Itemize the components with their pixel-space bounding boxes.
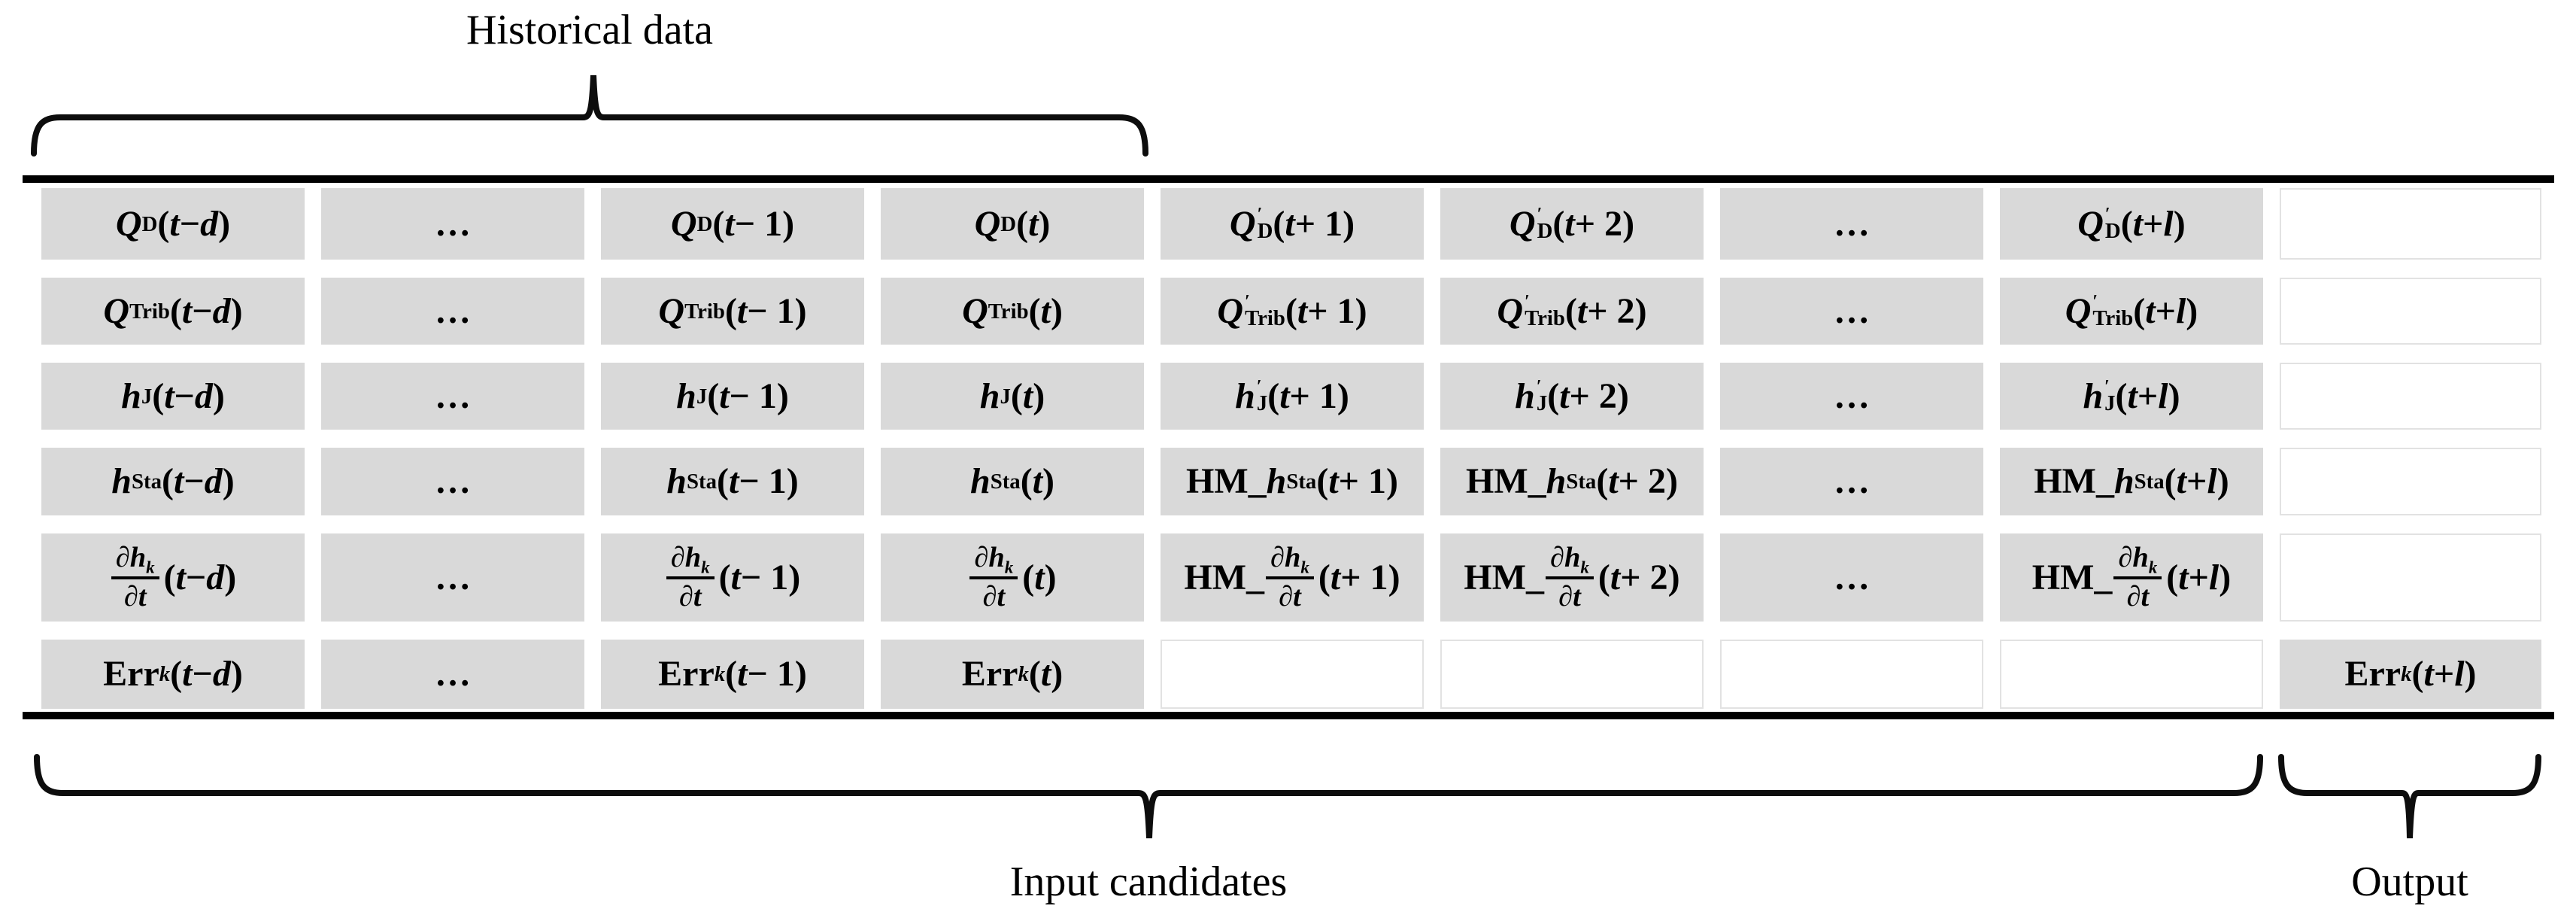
input-candidates-brace — [34, 754, 2263, 839]
cell-h-junction-2: … — [321, 363, 584, 430]
cell-h-junction-5: h′J(t + 1) — [1161, 363, 1424, 430]
cell-q-dam-7: … — [1720, 188, 1983, 260]
cell-q-trib-7: … — [1720, 278, 1983, 345]
cell-err-k-5 — [1161, 640, 1424, 709]
output-brace — [2278, 754, 2541, 839]
cell-dhk-dt-4: ∂hk∂t(t) — [881, 533, 1144, 622]
cell-err-k-6 — [1440, 640, 1704, 709]
historical-data-brace — [31, 74, 1148, 157]
cell-h-junction-6: h′J(t + 2) — [1440, 363, 1704, 430]
cell-q-trib-8: Q′Trib(t + l) — [2000, 278, 2263, 345]
cell-dhk-dt-7: … — [1720, 533, 1983, 622]
cell-h-station-2: … — [321, 448, 584, 515]
cell-err-k-7 — [1720, 640, 1983, 709]
output-label: Output — [2351, 859, 2468, 905]
cell-dhk-dt-3: ∂hk∂t(t − 1) — [601, 533, 864, 622]
input-candidates-label: Input candidates — [1009, 859, 1288, 905]
cell-h-station-9 — [2280, 448, 2541, 515]
historical-data-label: Historical data — [466, 7, 714, 53]
cell-q-dam-6: Q′D(t + 2) — [1440, 188, 1704, 260]
cell-h-junction-7: … — [1720, 363, 1983, 430]
cell-q-dam-9 — [2280, 188, 2541, 260]
cell-err-k-2: … — [321, 640, 584, 709]
top-rule — [23, 175, 2554, 183]
cell-q-dam-5: Q′D(t + 1) — [1161, 188, 1424, 260]
cell-dhk-dt-2: … — [321, 533, 584, 622]
cell-dhk-dt-8: HM_∂hk∂t(t + l) — [2000, 533, 2263, 622]
bottom-rule — [23, 712, 2554, 719]
cell-dhk-dt-5: HM_∂hk∂t(t + 1) — [1161, 533, 1424, 622]
cell-q-trib-5: Q′Trib(t + 1) — [1161, 278, 1424, 345]
cell-q-trib-2: … — [321, 278, 584, 345]
cell-dhk-dt-9 — [2280, 533, 2541, 622]
cell-dhk-dt-6: HM_∂hk∂t(t + 2) — [1440, 533, 1704, 622]
cell-err-k-8 — [2000, 640, 2263, 709]
cell-dhk-dt-1: ∂hk∂t(t − d) — [41, 533, 305, 622]
cell-h-station-7: … — [1720, 448, 1983, 515]
cell-h-junction-9 — [2280, 363, 2541, 430]
cell-q-trib-6: Q′Trib(t + 2) — [1440, 278, 1704, 345]
cell-q-dam-2: … — [321, 188, 584, 260]
cell-q-trib-9 — [2280, 278, 2541, 345]
cell-h-junction-8: h′J(t + l) — [2000, 363, 2263, 430]
cell-q-dam-8: Q′D(t + l) — [2000, 188, 2263, 260]
